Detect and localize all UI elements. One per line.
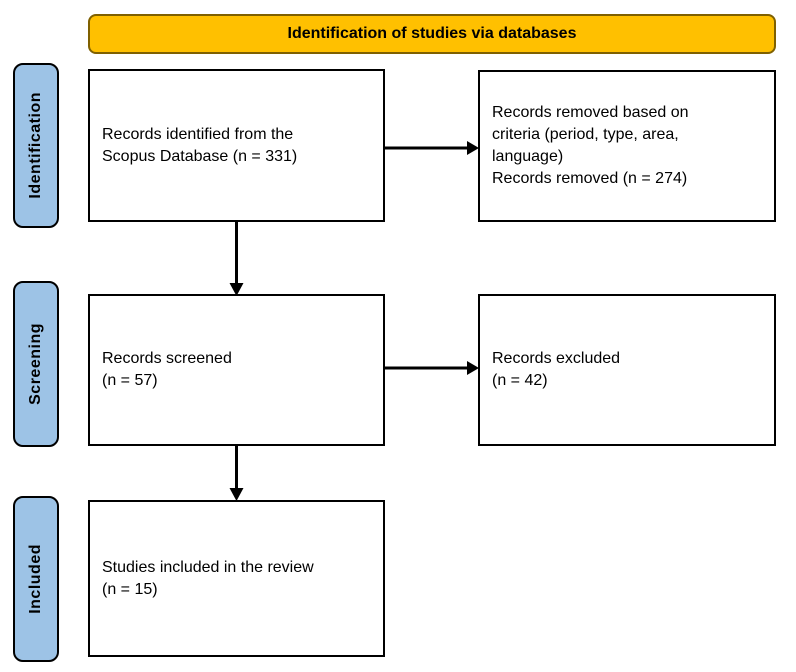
box-records-removed: Records removed based on criteria (perio… [478, 70, 776, 222]
box-records-screened: Records screened (n = 57) [88, 294, 385, 446]
header-banner: Identification of studies via databases [88, 14, 776, 54]
box-records-screened-text: Records screened (n = 57) [102, 350, 232, 389]
stage-included-text: Included [27, 544, 44, 614]
box-studies-included: Studies included in the review (n = 15) [88, 500, 385, 657]
arrow-screened-to-included [229, 446, 244, 501]
stage-label-identification: Identification [13, 63, 59, 228]
box-records-excluded-text: Records excluded (n = 42) [492, 350, 621, 389]
box-records-removed-text: Records removed based on criteria (perio… [492, 104, 689, 187]
stage-label-included: Included [13, 496, 59, 662]
stage-identification-text: Identification [27, 92, 44, 199]
box-records-identified-text: Records identified from the Scopus Datab… [102, 125, 298, 165]
box-records-excluded: Records excluded (n = 42) [478, 294, 776, 446]
arrow-identified-to-removed [385, 141, 479, 155]
box-studies-included-text: Studies included in the review (n = 15) [102, 558, 314, 598]
stage-label-screening: Screening [13, 281, 59, 447]
arrow-screened-to-excluded [385, 361, 479, 375]
stage-screening-text: Screening [27, 323, 44, 405]
arrow-identified-to-screened [229, 222, 244, 296]
box-records-identified: Records identified from the Scopus Datab… [88, 69, 385, 222]
header-title: Identification of studies via databases [287, 25, 577, 42]
